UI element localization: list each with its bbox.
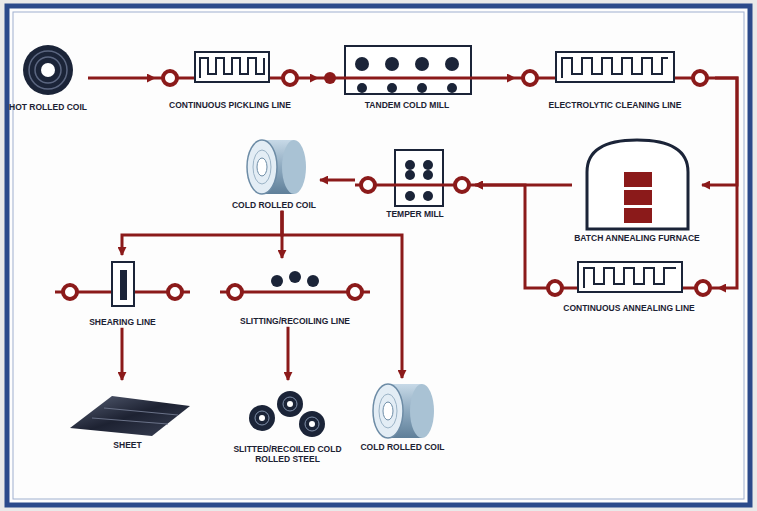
cold-coil-icon (247, 140, 306, 194)
process-label: TEMPER MILL (355, 207, 475, 220)
batch-furnace-icon (587, 140, 688, 229)
cleaning-line-icon (515, 52, 715, 85)
process-label: COLD ROLLED COIL (228, 198, 320, 211)
flow-arrow (121, 328, 124, 380)
inner-frame (13, 12, 744, 499)
flow-arrow (496, 77, 515, 80)
process-node: CONTINUOUS ANNEALING LINE (540, 255, 718, 314)
process-label: BATCH ANNEALING FURNACE (572, 231, 702, 244)
icon-space (220, 380, 355, 442)
process-label: ELECTROLYTIC CLEANING LINE (515, 98, 715, 111)
cold-coil-icon (373, 384, 434, 438)
icon-space (55, 255, 190, 315)
flow-arrow (320, 179, 355, 182)
shearing-line-icon (55, 262, 190, 306)
flow-arrow (282, 211, 402, 378)
process-node: ELECTROLYTIC CLEANING LINE (515, 48, 715, 111)
process-node: SLITTING/RECOILING LINE (220, 258, 370, 327)
process-label: SLITTED/RECOILED COLD ROLLED STEEL (220, 442, 355, 465)
process-node: SHEET (60, 380, 195, 451)
icon-space (355, 378, 450, 440)
icon-space (155, 48, 305, 98)
icon-space (60, 380, 195, 438)
frame (7, 6, 750, 505)
process-label: CONTINUOUS PICKLING LINE (155, 98, 305, 111)
flow-arrow (475, 185, 540, 288)
process-node: TANDEM COLD MILL (318, 40, 496, 111)
icon-space (572, 135, 702, 231)
flow-arrow (122, 211, 282, 255)
process-label: SHEARING LINE (55, 315, 190, 328)
process-label: SLITTING/RECOILING LINE (220, 314, 370, 327)
icon-space (355, 145, 475, 207)
process-node: SLITTED/RECOILED COLD ROLLED STEEL (220, 380, 355, 465)
icon-space (515, 48, 715, 98)
temper-mill-icon (355, 150, 475, 206)
process-label: COLD ROLLED COIL (355, 440, 450, 453)
icon-space (8, 42, 88, 100)
process-node: CONTINUOUS PICKLING LINE (155, 48, 305, 111)
flow-arrow (287, 327, 290, 380)
process-label: CONTINUOUS ANNEALING LINE (540, 301, 718, 314)
annealing-line-icon (540, 262, 718, 295)
icon-space (220, 258, 370, 314)
process-node: SHEARING LINE (55, 255, 190, 328)
slitting-line-icon (220, 271, 370, 299)
hot-coil-icon (23, 45, 73, 95)
flow-arrow (88, 77, 155, 80)
process-label: TANDEM COLD MILL (318, 98, 496, 111)
pickling-line-icon (155, 52, 305, 85)
slitted-coils-icon (249, 391, 325, 437)
flow-arrow (702, 78, 737, 185)
process-node: COLD ROLLED COIL (355, 378, 450, 453)
tandem-mill-icon (318, 46, 496, 94)
process-label: HOT ROLLED COIL (8, 100, 88, 113)
sheet-icon (70, 396, 190, 436)
process-label: SHEET (60, 438, 195, 451)
process-node: BATCH ANNEALING FURNACE (572, 135, 702, 244)
flow-arrow (715, 78, 737, 288)
process-node: COLD ROLLED COIL (228, 132, 320, 211)
process-node: HOT ROLLED COIL (8, 42, 88, 113)
icon-space (540, 255, 718, 301)
process-node: TEMPER MILL (355, 145, 475, 220)
icon-space (318, 40, 496, 98)
icon-space (228, 132, 320, 198)
flow-arrow (305, 77, 318, 80)
